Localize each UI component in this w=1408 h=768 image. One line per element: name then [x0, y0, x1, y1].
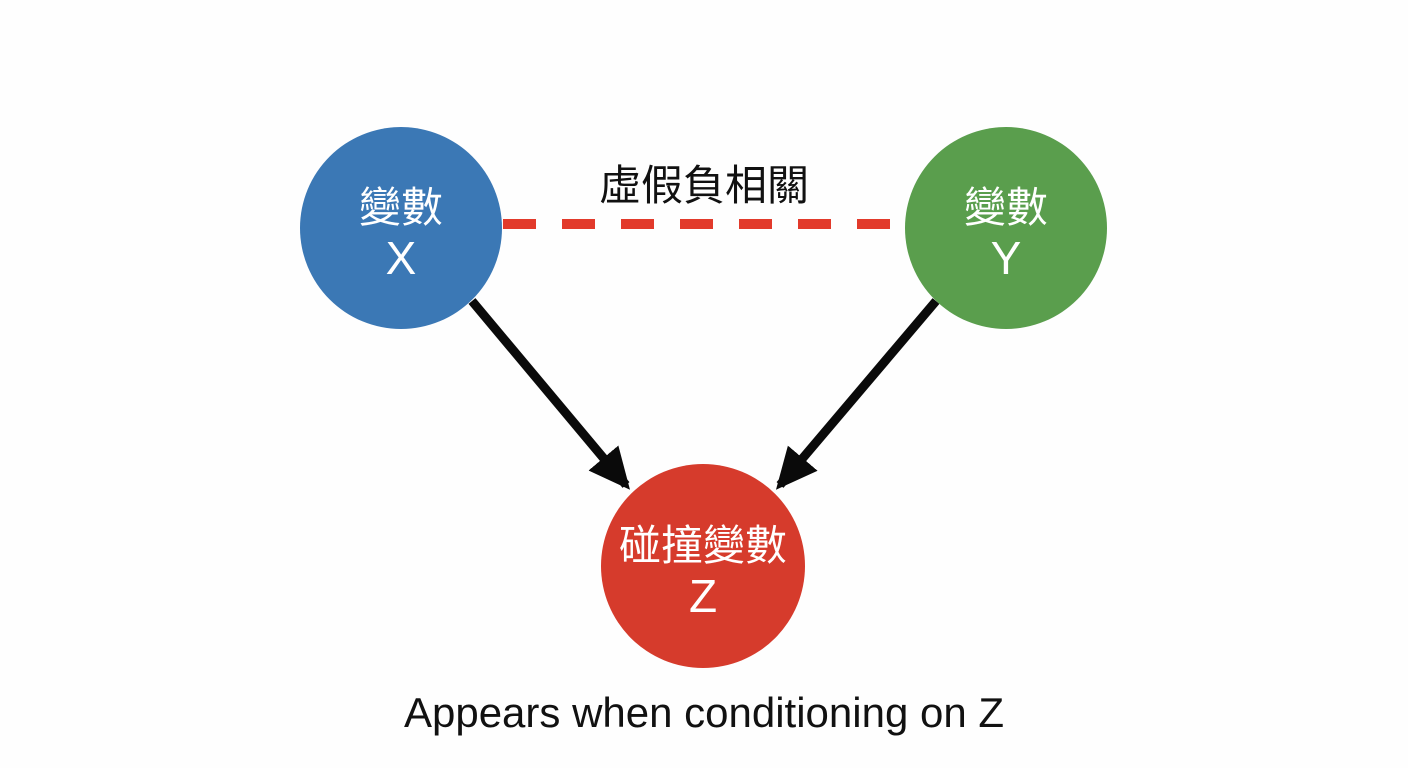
- node-x-letter: X: [386, 232, 417, 284]
- node-y-label: 變數: [964, 184, 1048, 231]
- node-z-label: 碰撞變數: [619, 522, 787, 569]
- node-x-circle: [300, 127, 502, 329]
- node-y-circle: [905, 127, 1107, 329]
- node-z-circle: [601, 464, 805, 668]
- edge-y-to-z-arrow: [775, 298, 940, 490]
- node-y-letter: Y: [991, 232, 1022, 284]
- spurious-edge-label: 虛假負相關: [599, 162, 809, 209]
- edge-x-to-z-arrow: [468, 298, 630, 490]
- caption: Appears when conditioning on Z: [404, 689, 1004, 736]
- node-variable-y: 變數 Y: [905, 127, 1107, 329]
- node-collider-z: 碰撞變數 Z: [601, 464, 805, 668]
- node-z-letter: Z: [689, 570, 717, 622]
- node-variable-x: 變數 X: [300, 127, 502, 329]
- node-x-label: 變數: [359, 184, 443, 231]
